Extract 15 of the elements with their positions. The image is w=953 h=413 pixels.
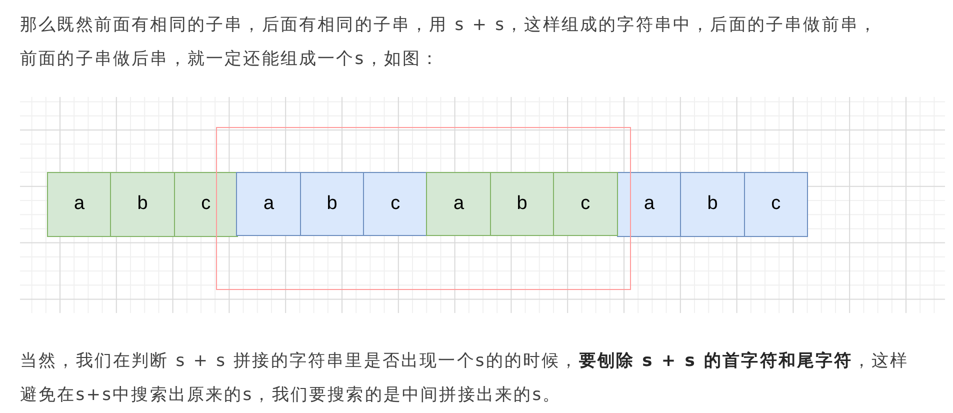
character-cell: b [490,172,554,236]
character-cell: a [236,172,301,236]
character-cell: a [426,172,491,236]
character-cell: b [110,172,175,236]
character-cell: c [744,172,808,236]
character-cell: b [680,172,745,236]
character-cell: a [616,172,682,236]
body-text: 那么既然前面有相同的子串，后面有相同的子串，用 s + s，这样组成的字符串中，后面的子串做前串，前面的子串做后串，就一定还能组成一个s，如图： [20,14,879,71]
character-cell: a [47,172,112,236]
character-cell: c [174,172,238,236]
character-cell: b [300,172,364,236]
body-text: 当然，我们在判断 s + s 拼接的字符串里是否出现一个s的的时候，要刨除 s + s 的首字符和尾字符，这样避免在s+s中搜索出原来的s，我们要搜索的是中间拼接出来的s。 [20,350,910,407]
highlight-frame [216,127,631,290]
character-cell: c [363,172,428,236]
character-cell: c [553,172,618,236]
